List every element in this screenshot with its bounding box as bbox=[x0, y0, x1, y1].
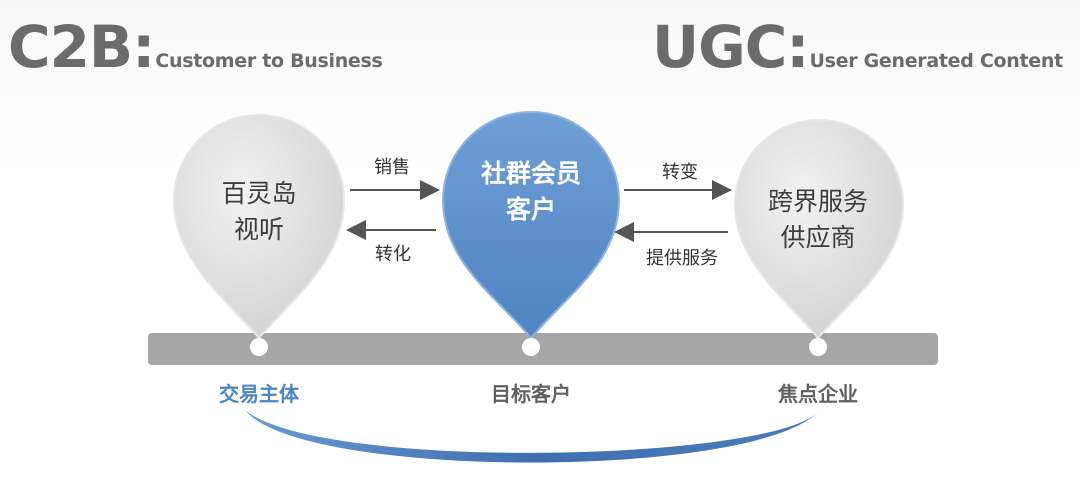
c2b-acronym: C2B bbox=[8, 13, 133, 81]
right-node-line2: 供应商 bbox=[780, 223, 856, 252]
right-pin bbox=[733, 119, 905, 340]
ugc-colon: : bbox=[786, 13, 810, 81]
c2b-heading: C2B:Customer to Business bbox=[8, 18, 383, 76]
center-node-line1: 社群会员 bbox=[480, 159, 582, 188]
transform-label: 转变 bbox=[662, 162, 698, 183]
timeline-bar bbox=[148, 333, 938, 365]
connection-curve bbox=[245, 410, 820, 463]
left-node-label: 百灵岛 视听 bbox=[221, 176, 296, 248]
axis-label-left: 交易主体 bbox=[219, 382, 299, 406]
right-node-line1: 跨界服务 bbox=[767, 187, 869, 216]
c2b-colon: : bbox=[132, 13, 156, 81]
ugc-acronym: UGC bbox=[652, 13, 787, 81]
left-marker bbox=[250, 338, 268, 356]
left-node-line2: 视听 bbox=[233, 215, 285, 244]
center-pin bbox=[441, 111, 621, 340]
center-node-label: 社群会员 客户 bbox=[481, 156, 581, 228]
right-marker bbox=[809, 338, 827, 356]
left-pin bbox=[172, 114, 346, 340]
axis-label-center: 目标客户 bbox=[491, 382, 571, 406]
convert-back-label: 转化 bbox=[375, 244, 411, 265]
left-node-line1: 百灵岛 bbox=[221, 179, 297, 208]
provide-service-label: 提供服务 bbox=[646, 248, 718, 269]
right-node-label: 跨界服务 供应商 bbox=[768, 184, 868, 256]
ugc-subtitle: User Generated Content bbox=[809, 50, 1063, 72]
c2b-subtitle: Customer to Business bbox=[155, 50, 383, 72]
sell-label: 销售 bbox=[374, 157, 410, 178]
center-node-line2: 客户 bbox=[505, 195, 557, 224]
ugc-heading: UGC:User Generated Content bbox=[652, 18, 1063, 76]
center-marker bbox=[522, 338, 540, 356]
axis-label-right: 焦点企业 bbox=[778, 382, 858, 406]
